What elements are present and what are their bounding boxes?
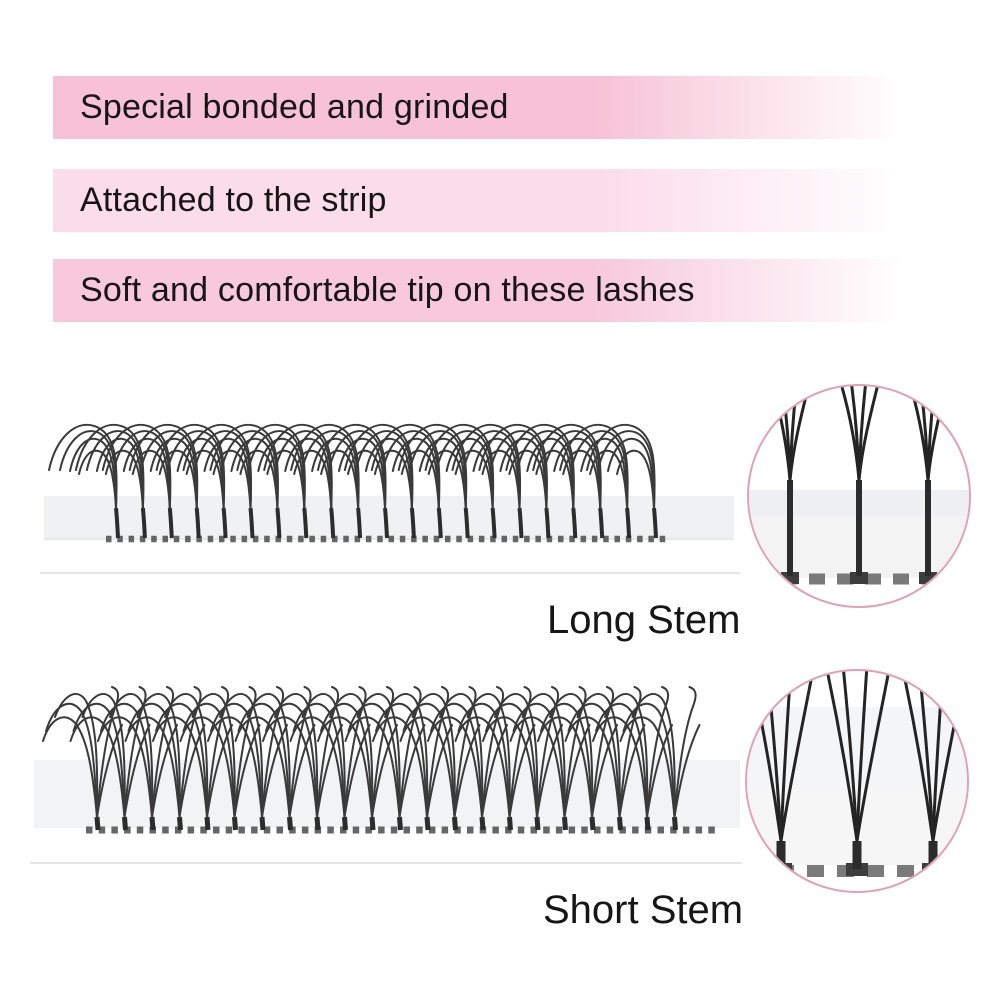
feature-banner-strip-label: Attached to the strip: [80, 181, 387, 219]
feature-banner-soft-tip-label: Soft and comfortable tip on these lashes: [80, 271, 695, 309]
feature-banner-bonded: Special bonded and grinded: [53, 76, 930, 139]
feature-banner-strip: Attached to the strip: [53, 169, 930, 232]
feature-banner-soft-tip: Soft and comfortable tip on these lashes: [53, 259, 930, 322]
short-stem-strip-photo: [30, 672, 745, 882]
long-stem-strip-photo: [30, 388, 745, 592]
long-stem-label: Long Stem: [547, 598, 741, 642]
short-stem-strip-drawing: [30, 672, 742, 864]
long-stem-zoom-drawing: [749, 386, 969, 606]
strip-shadow: [40, 572, 740, 574]
strip-shadow: [30, 862, 742, 864]
long-stem-zoom-inset: [747, 384, 971, 608]
strip-band: [34, 760, 740, 828]
long-stem-strip-drawing: [40, 422, 740, 574]
short-stem-zoom-drawing: [747, 671, 967, 891]
short-stem-label: Short Stem: [543, 888, 744, 932]
strip-band: [44, 496, 734, 540]
short-stem-zoom-inset: [745, 669, 969, 893]
feature-banner-bonded-label: Special bonded and grinded: [80, 88, 509, 126]
